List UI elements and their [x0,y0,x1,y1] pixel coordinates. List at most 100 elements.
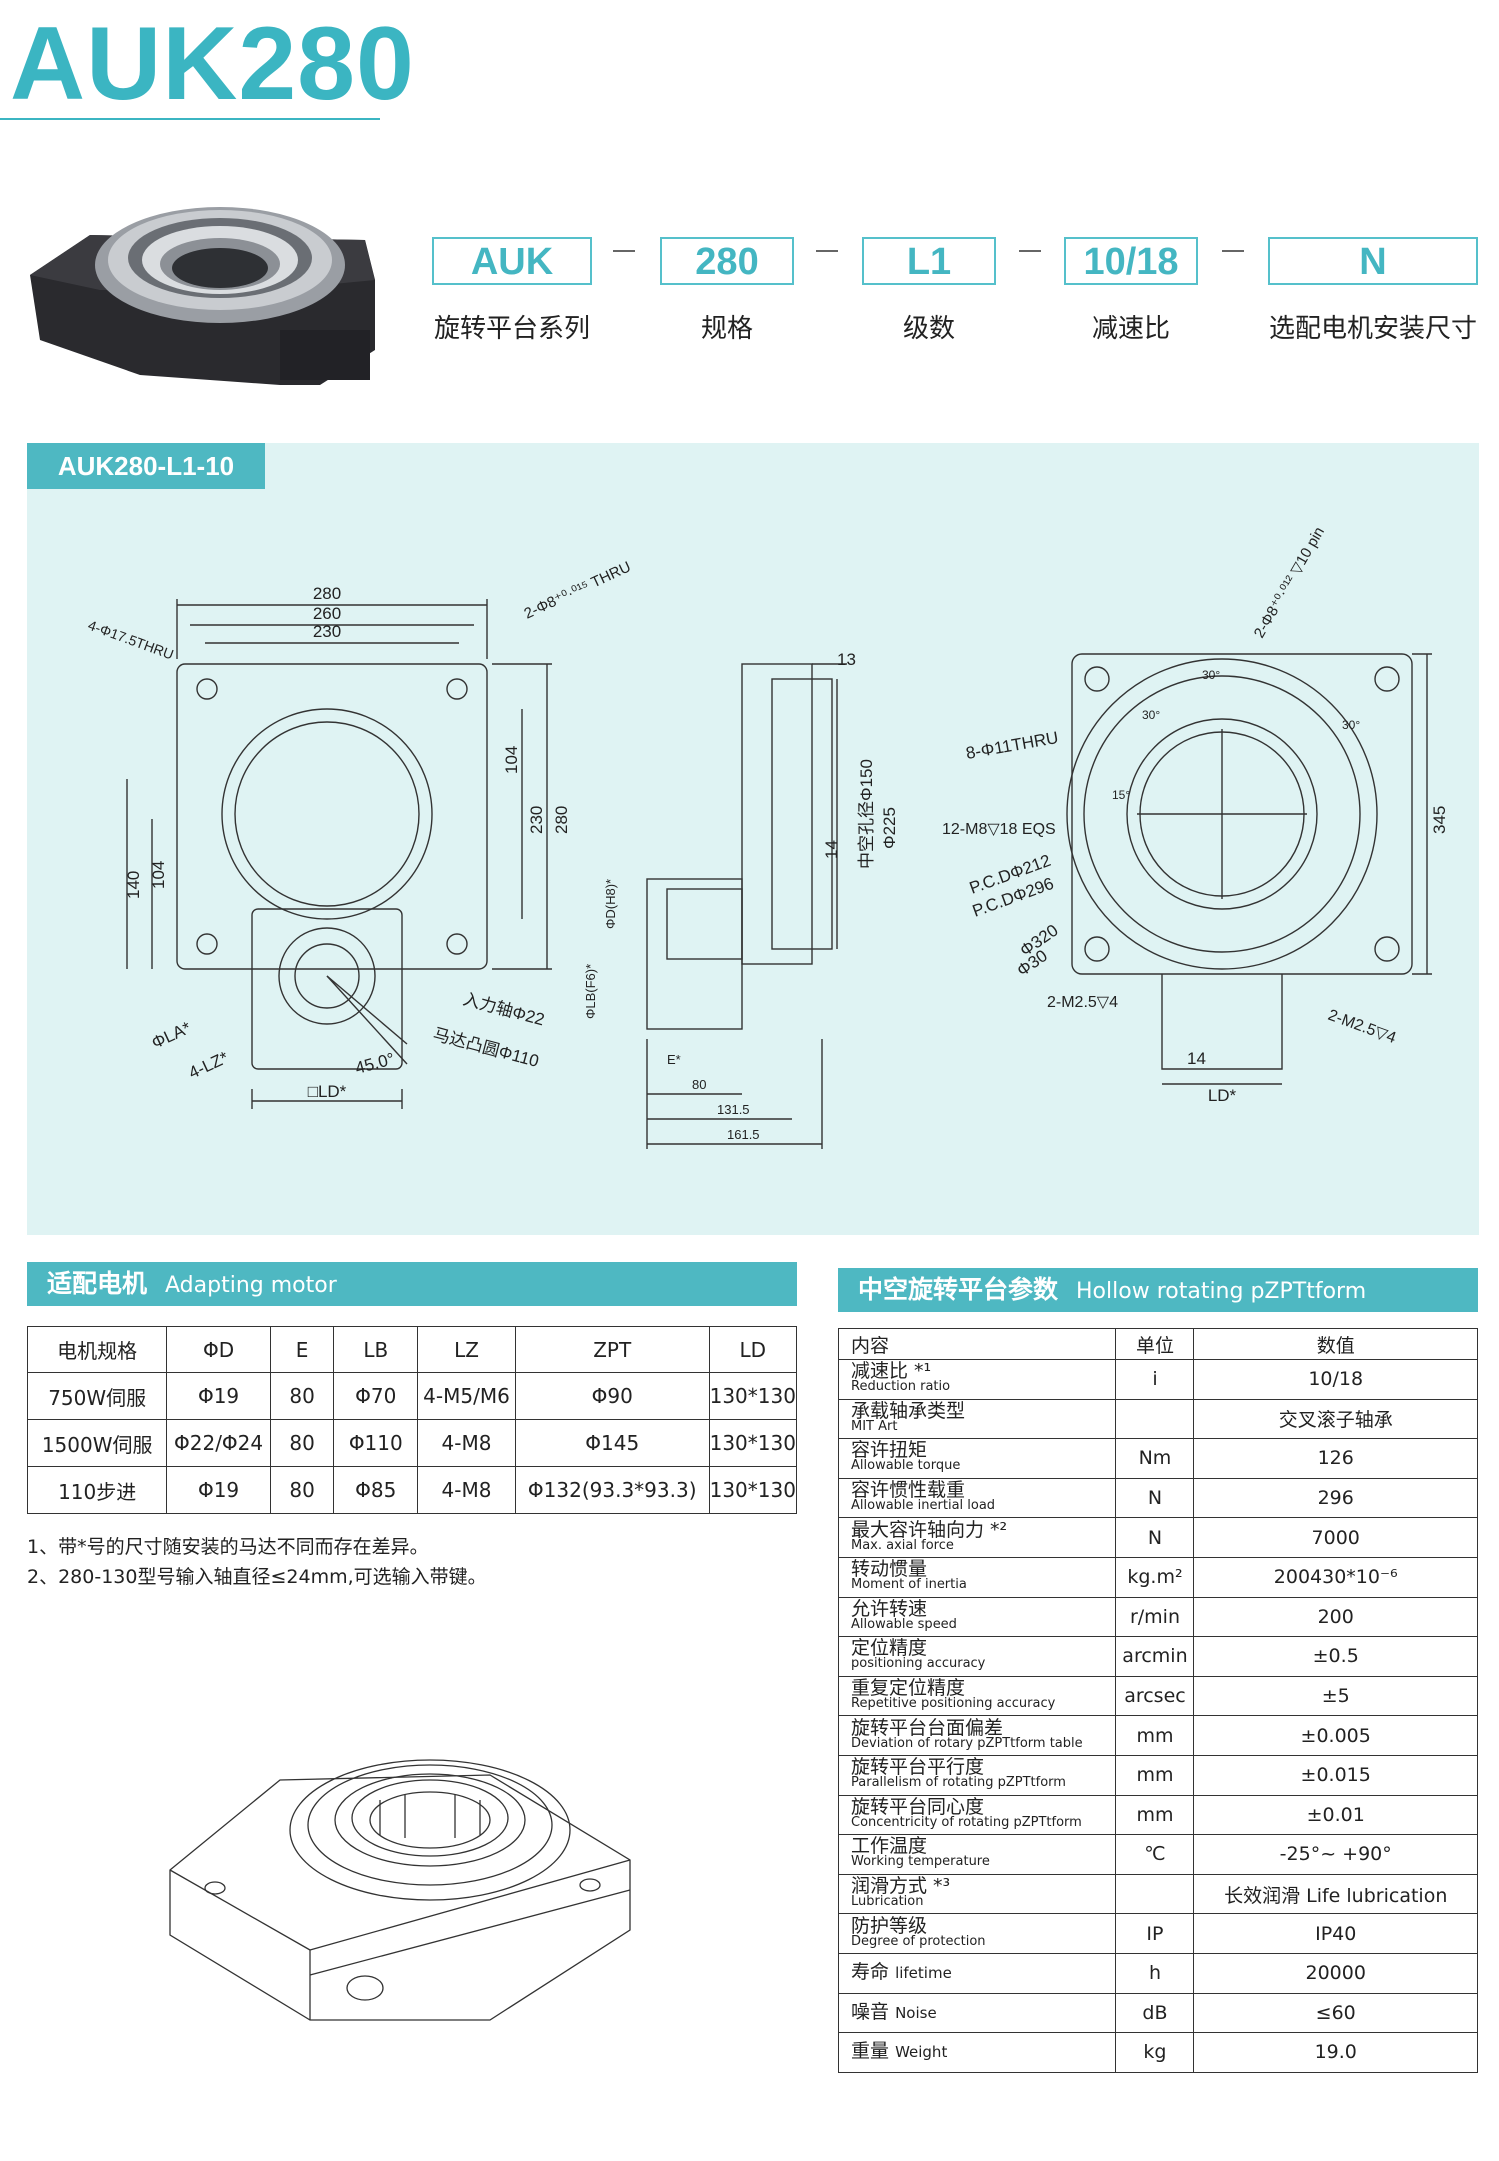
param-value: 126 [1193,1438,1478,1479]
code-dash [613,250,635,252]
dim-e: E* [667,1052,681,1067]
motor-note-1: 1、带*号的尺寸随安装的马达不同而存在差异。 [27,1536,429,1558]
param-unit: i [1115,1359,1195,1400]
param-value: 296 [1193,1477,1478,1519]
dim-225: Φ225 [880,807,899,849]
code-dash [1019,250,1041,252]
param-name: 旋转平台台面偏差 [851,1716,1004,1739]
params-col-unit: 单位 [1115,1328,1195,1360]
param-name-en: Concentricity of rotating pZPTtform [851,1814,1082,1830]
param-name: 工作温度 [851,1835,928,1858]
param-name-en: Allowable speed [851,1616,957,1632]
param-name-en: Deviation of rotary pZPTtform table [851,1735,1083,1751]
motor-col-spec: 电机规格 [26,1326,168,1373]
param-unit: IP [1115,1913,1195,1954]
product-photo-top [30,207,375,385]
param-unit: arcsec [1115,1675,1195,1717]
table-row: 1500W伺服 Φ22/Φ24 80 Φ110 4-M8 Φ145 130*13… [26,1419,798,1467]
code-series: AUK [432,237,592,285]
product-line-drawing [169,1759,631,2021]
param-name-en: MIT Art [851,1418,898,1434]
motor-col-ld: LD [708,1326,798,1373]
motor-cell: Φ19 [166,1372,271,1420]
param-name: 承载轴承类型 [851,1399,966,1422]
motor-cell: 80 [269,1419,335,1467]
motor-cell: Φ90 [514,1372,710,1420]
param-value: 20000 [1193,1952,1478,1994]
motor-cell: Φ85 [333,1466,419,1514]
param-name-en: Parallelism of rotating pZPTtform [851,1775,1066,1791]
param-unit [1115,1398,1195,1440]
ang-15: 15° [1112,788,1130,802]
dim-lbf6: ΦLB(F6)* [583,964,598,1019]
dim-280v: 280 [552,806,571,834]
motor-cell: 130*130 [708,1372,798,1420]
dim-ld: □LD* [308,1082,347,1101]
dim-m8: 12-M8▽18 EQS [942,821,1056,838]
param-name: 定位精度 [851,1637,928,1660]
code-motor-mount-label: 选配电机安装尺寸 [1268,314,1477,344]
code-stage-label: 级数 [902,314,955,344]
param-unit: mm [1115,1754,1195,1796]
param-name-en: Lubrication [851,1894,924,1910]
motor-cell: 4-M8 [417,1419,516,1467]
param-name-en: Degree of protection [851,1933,986,1949]
param-value: 交叉滚子轴承 [1193,1398,1478,1440]
param-value: 200 [1193,1596,1478,1638]
drawing-panel [27,443,1479,1235]
param-unit: arcmin [1115,1636,1195,1677]
dim-m25b: 2-M2.5▽4 [1326,1007,1399,1047]
motor-table: 电机规格 ΦD E LB LZ ZPT LD 750W伺服 Φ19 80 Φ70… [26,1326,798,1514]
param-value: ±0.015 [1193,1754,1478,1796]
param-value: ±5 [1193,1675,1478,1717]
motor-cell: Φ19 [166,1466,271,1514]
param-unit [1115,1873,1195,1915]
dim-104l: 104 [149,861,168,889]
dim-30: Φ30 [1013,946,1051,980]
code-dash [1222,250,1244,252]
dim-161-5: 161.5 [727,1127,760,1142]
motor-cell: Φ132(93.3*93.3) [514,1466,710,1514]
dim-motor-boss: 马达凸圆Φ110 [431,1025,541,1071]
dim-la: ΦLA* [149,1018,195,1053]
param-unit: kg [1115,2032,1195,2073]
motor-cell: 130*130 [708,1466,798,1514]
motor-col-d: ΦD [166,1326,271,1373]
param-unit: dB [1115,1992,1195,2034]
param-value: ≤60 [1193,1992,1478,2034]
motor-col-lz: LZ [417,1326,516,1373]
param-name: 减速比 *¹ [851,1360,932,1383]
motor-cell: Φ110 [333,1419,419,1467]
param-value: 长效润滑 Life lubrication [1193,1873,1478,1915]
param-name-en: Allowable torque [851,1458,961,1474]
param-name: 允许转速 [851,1597,928,1620]
table-row: 750W伺服 Φ19 80 Φ70 4-M5/M6 Φ90 130*130 [26,1372,798,1420]
dim-14b: 14 [1187,1049,1206,1068]
title-underline [0,118,380,120]
dim-dh8: ΦD(H8)* [603,879,618,929]
motor-cell: 750W伺服 [26,1372,168,1420]
params-heading-zh: 中空旋转平台参数 [858,1275,1059,1304]
drawing-tab: AUK280-L1-10 [27,443,265,489]
dim-280: 280 [313,584,341,603]
param-name: 转动惯量 [851,1558,928,1581]
param-value: ±0.5 [1193,1636,1478,1677]
param-name-en: Allowable inertial load [851,1498,996,1514]
param-unit: kg.m² [1115,1556,1195,1598]
param-name-en: Repetitive positioning accuracy [851,1696,1056,1712]
motor-cell: 130*130 [708,1419,798,1467]
param-unit: mm [1115,1794,1195,1836]
dim-hollow-150: 中空孔径Φ150 [857,759,876,869]
param-name-en: lifetime [895,1964,952,1983]
dim-80: 80 [692,1077,706,1092]
table-row: 110步进 Φ19 80 Φ85 4-M8 Φ132(93.3*93.3) 13… [26,1466,798,1514]
param-name: 容许惯性载重 [851,1479,966,1502]
